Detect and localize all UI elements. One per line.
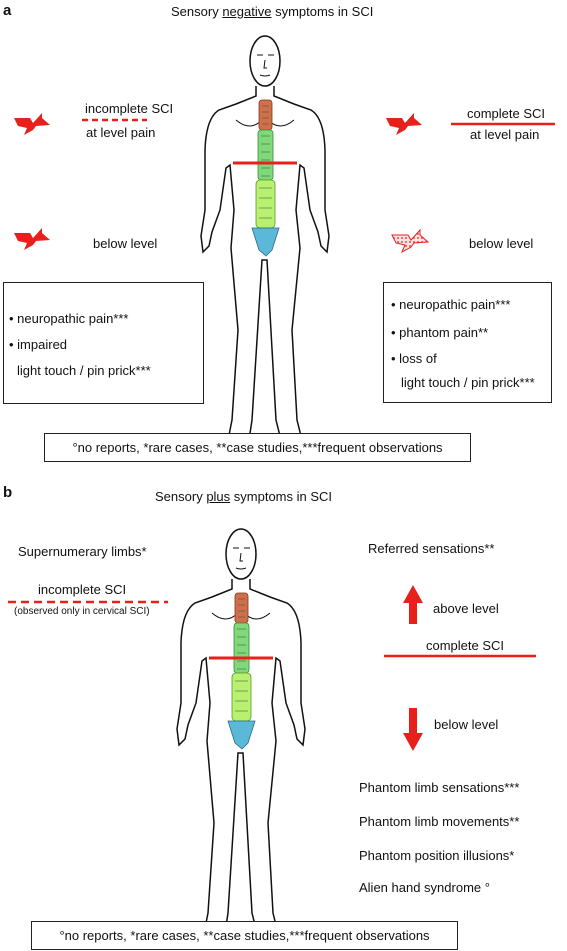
face-a (257, 54, 274, 77)
list-item: • neuropathic pain*** (9, 311, 129, 326)
phantom-limb-sensations-label: Phantom limb sensations*** (359, 780, 520, 795)
list-item: • neuropathic pain*** (391, 297, 511, 312)
list-item-continuation: light touch / pin prick*** (17, 363, 151, 378)
down-arrow-icon (403, 708, 423, 751)
supernumerary-limbs-label: Supernumerary limbs* (18, 544, 147, 559)
panel-a-title-pre: Sensory (171, 4, 223, 19)
panel-b-title-post: symptoms in SCI (230, 489, 333, 504)
panel-a-title-emph: negative (222, 4, 272, 19)
at-level-pain-left: at level pain (86, 125, 156, 140)
referred-sensations-label: Referred sensations** (368, 541, 495, 556)
incomplete-sci-label-b: incomplete SCI (38, 582, 127, 597)
pain-bolt-icon (386, 113, 422, 135)
phantom-position-illusions-label: Phantom position illusions* (359, 848, 515, 863)
complete-sci-label: complete SCI (467, 106, 546, 121)
panel-a-letter: a (3, 2, 12, 19)
spine-b (227, 592, 256, 750)
panel-b-letter: b (3, 484, 13, 501)
list-item: • loss of (391, 351, 437, 366)
cervical-note: (observed only in cervical SCI) (14, 606, 150, 617)
evidence-legend-b: °no reports, *rare cases, **case studies… (31, 921, 458, 950)
pain-bolt-icon (14, 113, 50, 135)
up-arrow-icon (403, 585, 423, 624)
list-item: • phantom pain** (391, 325, 489, 340)
above-level-label: above level (433, 601, 499, 616)
panel-a-title-post: symptoms in SCI (271, 4, 374, 19)
body-figure-b (176, 528, 306, 934)
panel-b-title: Sensory plus symptoms in SCI (155, 489, 332, 504)
incomplete-sci-label: incomplete SCI (85, 101, 174, 116)
panel-a-title: Sensory negative symptoms in SCI (171, 4, 373, 19)
evidence-legend-a: °no reports, *rare cases, **case studies… (44, 433, 471, 462)
phantom-limb-movements-label: Phantom limb movements** (359, 814, 520, 829)
negative-symptoms-incomplete-box: • neuropathic pain*** • impaired light t… (3, 282, 204, 404)
list-item-continuation: light touch / pin prick*** (401, 375, 535, 390)
below-level-left: below level (93, 236, 158, 251)
panel-b-title-emph: plus (206, 489, 231, 504)
spine-a (251, 99, 280, 257)
at-level-pain-right: at level pain (470, 127, 540, 142)
list-item: • impaired (9, 337, 68, 352)
complete-sci-label-b: complete SCI (426, 638, 505, 653)
alien-hand-syndrome-label: Alien hand syndrome ° (359, 880, 490, 895)
below-level-right: below level (469, 236, 534, 251)
phantom-pain-bolt-icon (391, 228, 430, 254)
pain-bolt-icon (14, 228, 50, 250)
below-level-label-b: below level (434, 717, 499, 732)
panel-b-title-pre: Sensory (155, 489, 207, 504)
negative-symptoms-complete-box: • neuropathic pain*** • phantom pain** •… (383, 282, 552, 403)
